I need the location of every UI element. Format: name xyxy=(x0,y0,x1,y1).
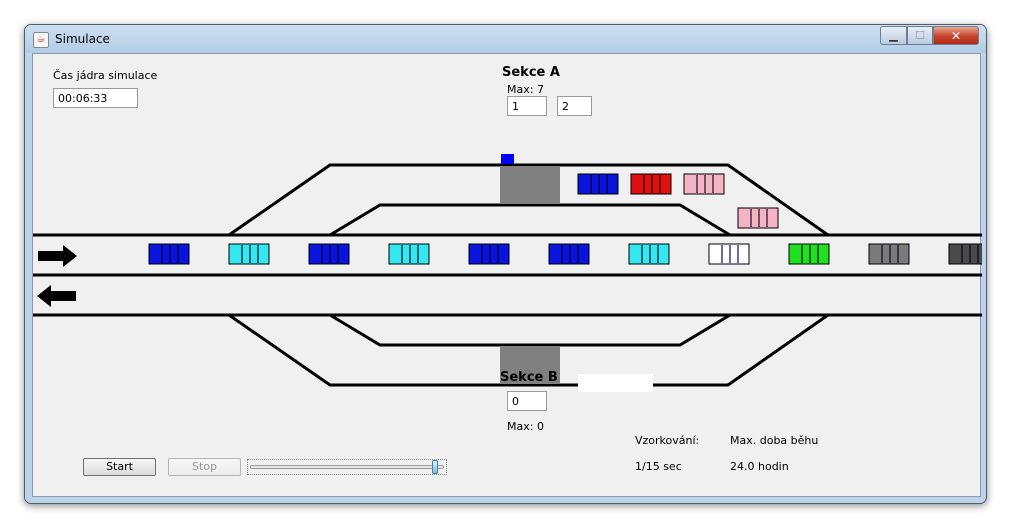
speed-slider[interactable] xyxy=(247,459,447,475)
section-b-title: Sekce B xyxy=(500,370,558,385)
train-car xyxy=(548,243,590,265)
section-a-outer-track xyxy=(228,163,829,237)
train-car xyxy=(388,243,430,265)
track-lines xyxy=(33,163,982,387)
train-car xyxy=(228,243,270,265)
core-time-label: Čas jádra simulace xyxy=(53,69,158,82)
close-button[interactable]: ✕ xyxy=(933,26,979,45)
arrow-left-icon xyxy=(37,285,76,307)
maximize-button[interactable]: ☐ xyxy=(907,26,933,45)
core-time-field[interactable] xyxy=(53,88,138,108)
section-a-title: Sekce A xyxy=(502,65,560,80)
train-car xyxy=(868,243,910,265)
section-a-block xyxy=(500,166,560,204)
section-b-max-label: Max: 0 xyxy=(507,420,544,433)
section-b-outer-track xyxy=(33,313,982,387)
minimize-button[interactable]: ▁ xyxy=(880,26,907,45)
section-b-blank-box xyxy=(578,374,653,392)
train-car xyxy=(948,243,982,265)
section-a-field-2[interactable] xyxy=(557,96,592,116)
train-car xyxy=(468,243,510,265)
train-car xyxy=(683,173,725,195)
section-a-inner-track xyxy=(329,203,731,237)
train-car xyxy=(148,243,190,265)
section-b-block xyxy=(500,346,560,384)
slider-track xyxy=(250,465,444,469)
maximize-icon: ☐ xyxy=(915,29,925,42)
max-runtime-label: Max. doba běhu xyxy=(730,434,819,447)
train-car xyxy=(630,173,672,195)
stop-button[interactable]: Stop xyxy=(168,458,241,476)
train-car xyxy=(788,243,830,265)
arrow-right-icon xyxy=(38,245,77,267)
train-car xyxy=(628,243,670,265)
section-a-signal xyxy=(501,154,514,164)
track-diagram xyxy=(33,154,982,387)
train-car xyxy=(708,243,750,265)
section-a-max-label: Max: 7 xyxy=(507,83,544,96)
simulation-window: ☕ Simulace ▁ ☐ ✕ Čas jádra simulace Sekc… xyxy=(24,24,987,504)
java-icon: ☕ xyxy=(33,32,49,48)
title-bar[interactable]: ☕ Simulace ▁ ☐ ✕ xyxy=(25,25,986,53)
window-title: Simulace xyxy=(55,32,110,46)
section-b-field[interactable] xyxy=(507,391,547,411)
sampling-label: Vzorkování: xyxy=(635,434,700,447)
close-icon: ✕ xyxy=(950,28,962,43)
section-b-inner-track xyxy=(329,313,736,347)
sampling-value: 1/15 sec xyxy=(635,460,682,473)
simulation-panel: Čas jádra simulace Sekce A Max: 7 xyxy=(32,53,982,497)
train-layer xyxy=(148,173,982,265)
max-runtime-value: 24.0 hodin xyxy=(730,460,789,473)
train-car xyxy=(577,173,619,195)
minimize-icon: ▁ xyxy=(889,29,898,42)
slider-thumb[interactable] xyxy=(432,460,438,474)
train-car xyxy=(737,207,779,229)
section-a-field-1[interactable] xyxy=(507,96,547,116)
train-car xyxy=(308,243,350,265)
start-button[interactable]: Start xyxy=(83,458,156,476)
